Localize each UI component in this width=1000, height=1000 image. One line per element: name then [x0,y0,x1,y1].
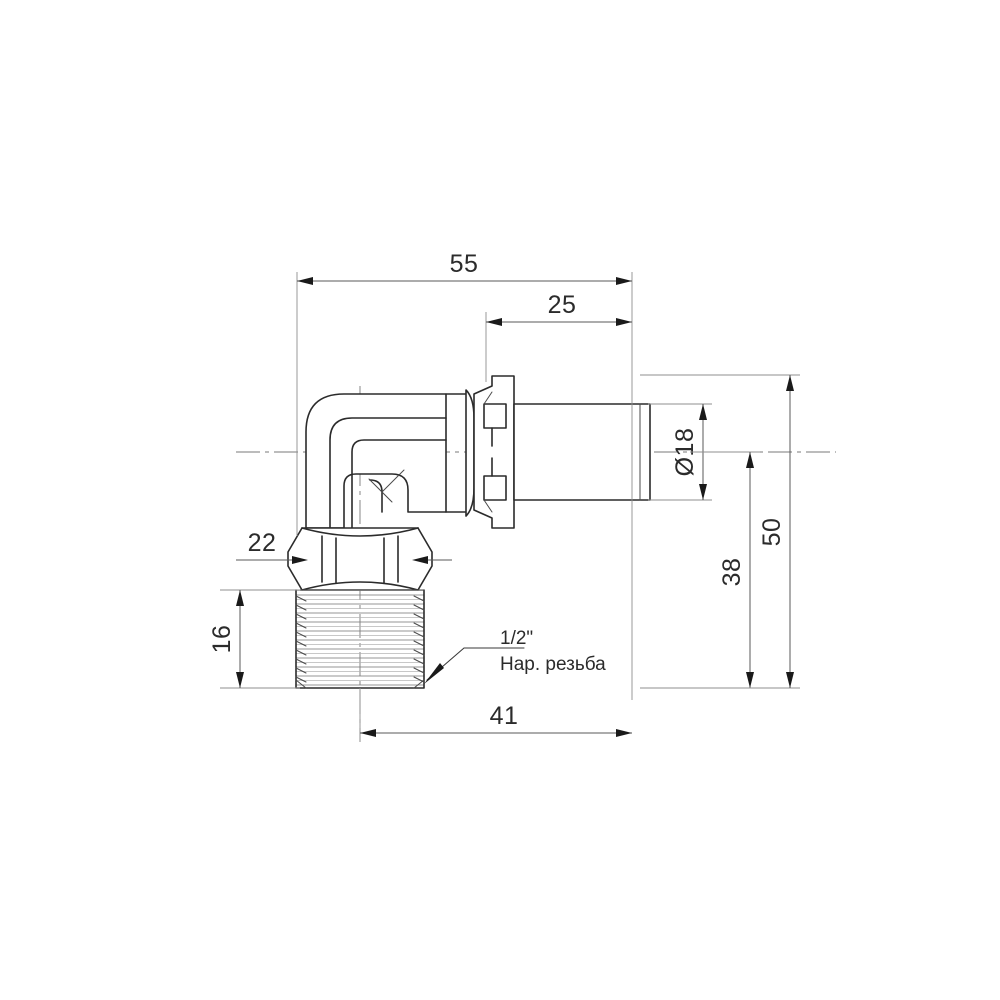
thread-size-label: 1/2" [500,628,533,649]
hex-chamfer-arc-top [301,527,419,537]
dim-22-arrow-left [292,556,308,564]
dim-55-arrow-left [297,277,313,285]
dimension-41: 41 [359,688,632,742]
dim-16-arrow-top [236,590,244,606]
thread-end-chamfer [295,679,425,689]
thread-hatch-fill [296,590,424,688]
dim-25-label: 25 [548,291,577,319]
groove-lower-chamfer [483,499,493,513]
dim-25-arrow-right [616,318,632,326]
dimension-55: 55 [296,250,633,700]
groove-upper-chamfer [483,391,493,405]
dimension-38: 38 [640,451,760,689]
sleeve-flange-body [473,375,515,529]
sleeve-transition-collar [465,389,475,517]
dim-38-arrow-top [746,452,754,468]
elbow-body [305,393,467,529]
hex-nut-profile [287,527,433,591]
press-sleeve-assembly [465,375,651,529]
dim-d18-arrow-bottom [699,484,707,500]
dimension-25: 25 [485,291,632,382]
dim-55-label: 55 [450,250,479,278]
dim-22-label: 22 [248,529,277,557]
elbow-fillet-line [368,478,393,503]
dim-41-arrow-right [616,729,632,737]
dim-38-label: 38 [718,558,746,587]
dim-16-label: 16 [208,625,236,654]
oring-groove-lower [483,475,507,501]
dimension-50: 50 [640,374,800,689]
dim-d18-arrow-top [699,404,707,420]
dim-50-arrow-bottom [786,672,794,688]
dim-22-arrow-right [412,556,428,564]
dim-41-arrow-left [360,729,376,737]
thread-annotation: 1/2" Нар. резьба [424,628,606,684]
thread-type-label: Нар. резьба [500,654,606,675]
elbow-inner-wall-upper [329,417,447,529]
dim-50-arrow-top [786,375,794,391]
dim-16-arrow-bottom [236,672,244,688]
male-thread-section [295,589,425,689]
dim-25-arrow-left [486,318,502,326]
elbow-inner-corner [369,479,383,513]
thread-note-arrowhead [424,663,444,684]
dim-50-label: 50 [758,518,786,547]
thread-flank-right [413,595,425,683]
hex-nut [287,527,433,591]
oring-groove-upper [483,403,507,429]
dimension-16: 16 [208,589,300,689]
dim-55-arrow-right [616,277,632,285]
elbow-outer-profile [305,393,447,529]
elbow-bore-line [351,439,447,529]
elbow-chamfer-line [381,469,405,493]
press-cylinder [513,403,651,501]
dim-38-arrow-bottom [746,672,754,688]
dimension-22: 22 [236,529,452,564]
dim-41-label: 41 [490,702,519,730]
hex-chamfer-arc-bottom [301,581,419,591]
thread-flank-left [295,595,307,683]
